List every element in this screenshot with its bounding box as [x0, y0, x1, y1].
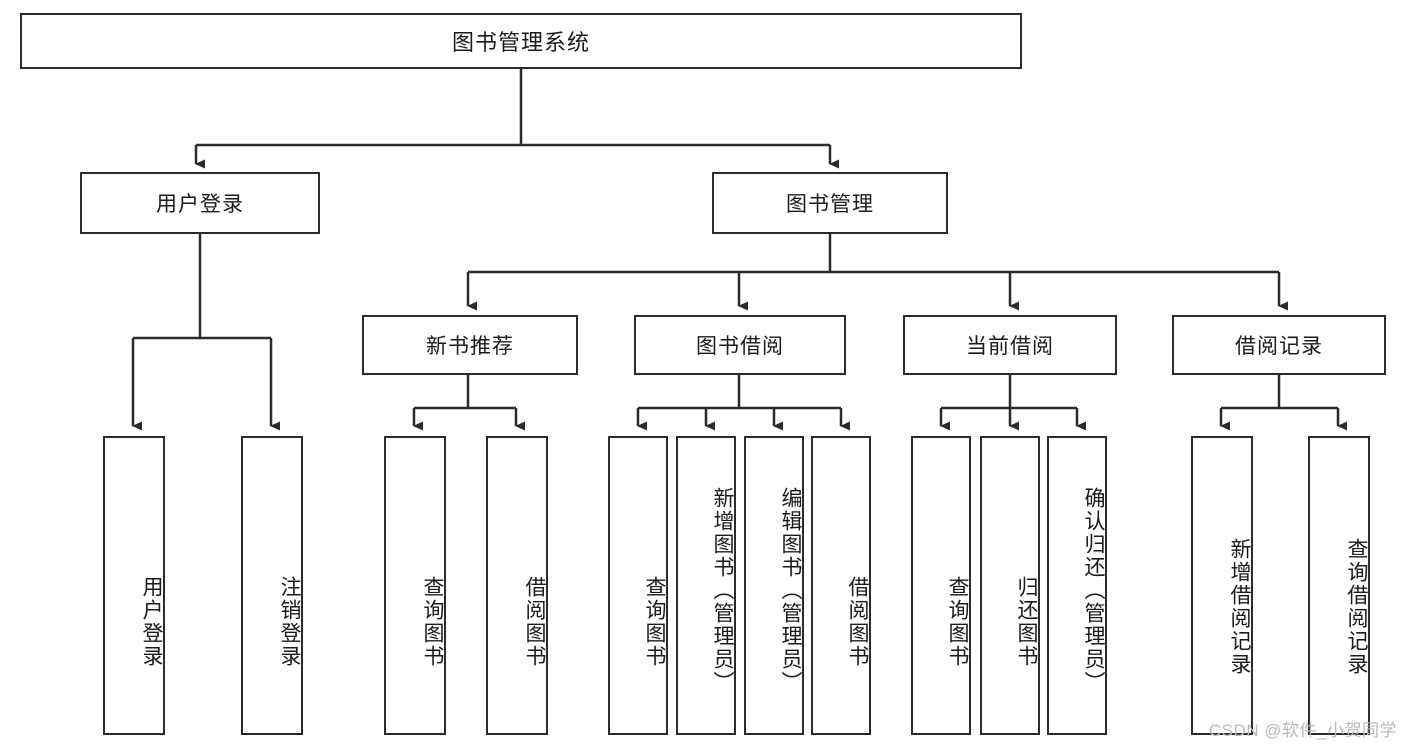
node-new-book-rec-label: 新书推荐 [426, 335, 514, 358]
leaf-edit-book[interactable]: 编辑图书（管理员） [744, 436, 804, 735]
leaf-user-login-label: 用户登录 [140, 575, 163, 668]
node-borrow-record[interactable]: 借阅记录 [1172, 315, 1386, 375]
leaf-query-book-1-label: 查询图书 [421, 575, 444, 668]
leaf-logout[interactable]: 注销登录 [241, 436, 303, 735]
node-book-borrow-label: 图书借阅 [696, 335, 784, 358]
leaf-borrow-book-1-label: 借阅图书 [523, 575, 546, 668]
node-current-borrow[interactable]: 当前借阅 [903, 315, 1117, 375]
node-book-manage-label: 图书管理 [786, 193, 874, 216]
leaf-query-book-2[interactable]: 查询图书 [608, 436, 668, 735]
leaf-add-record[interactable]: 新增借阅记录 [1191, 436, 1253, 735]
node-current-borrow-label: 当前借阅 [966, 335, 1054, 358]
leaf-confirm-return[interactable]: 确认归还（管理员） [1047, 436, 1107, 735]
csdn-watermark: CSDN @软件_小贺同学 [1208, 721, 1397, 740]
leaf-borrow-book-2[interactable]: 借阅图书 [811, 436, 871, 735]
leaf-return-book[interactable]: 归还图书 [980, 436, 1040, 735]
node-user-login-label: 用户登录 [156, 193, 244, 216]
leaf-add-book-label: 新增图书（管理员） [711, 487, 734, 694]
leaf-add-record-label: 新增借阅记录 [1228, 537, 1251, 676]
node-new-book-rec[interactable]: 新书推荐 [362, 315, 578, 375]
node-user-login[interactable]: 用户登录 [80, 172, 320, 234]
leaf-query-record[interactable]: 查询借阅记录 [1308, 436, 1370, 735]
leaf-query-book-3[interactable]: 查询图书 [911, 436, 971, 735]
leaf-query-record-label: 查询借阅记录 [1345, 537, 1368, 676]
node-book-borrow[interactable]: 图书借阅 [634, 315, 846, 375]
leaf-return-book-label: 归还图书 [1015, 575, 1038, 668]
leaf-borrow-book-2-label: 借阅图书 [846, 575, 869, 668]
leaf-query-book-2-label: 查询图书 [643, 575, 666, 668]
leaf-add-book[interactable]: 新增图书（管理员） [676, 436, 736, 735]
node-root[interactable]: 图书管理系统 [20, 13, 1022, 69]
leaf-borrow-book-1[interactable]: 借阅图书 [486, 436, 548, 735]
leaf-query-book-3-label: 查询图书 [946, 575, 969, 668]
node-borrow-record-label: 借阅记录 [1235, 335, 1323, 358]
leaf-edit-book-label: 编辑图书（管理员） [779, 487, 802, 694]
node-root-label: 图书管理系统 [451, 30, 590, 55]
leaf-logout-label: 注销登录 [278, 575, 301, 668]
leaf-query-book-1[interactable]: 查询图书 [384, 436, 446, 735]
node-book-manage[interactable]: 图书管理 [712, 172, 948, 234]
leaf-confirm-return-label: 确认归还（管理员） [1082, 487, 1105, 694]
leaf-user-login[interactable]: 用户登录 [103, 436, 165, 735]
